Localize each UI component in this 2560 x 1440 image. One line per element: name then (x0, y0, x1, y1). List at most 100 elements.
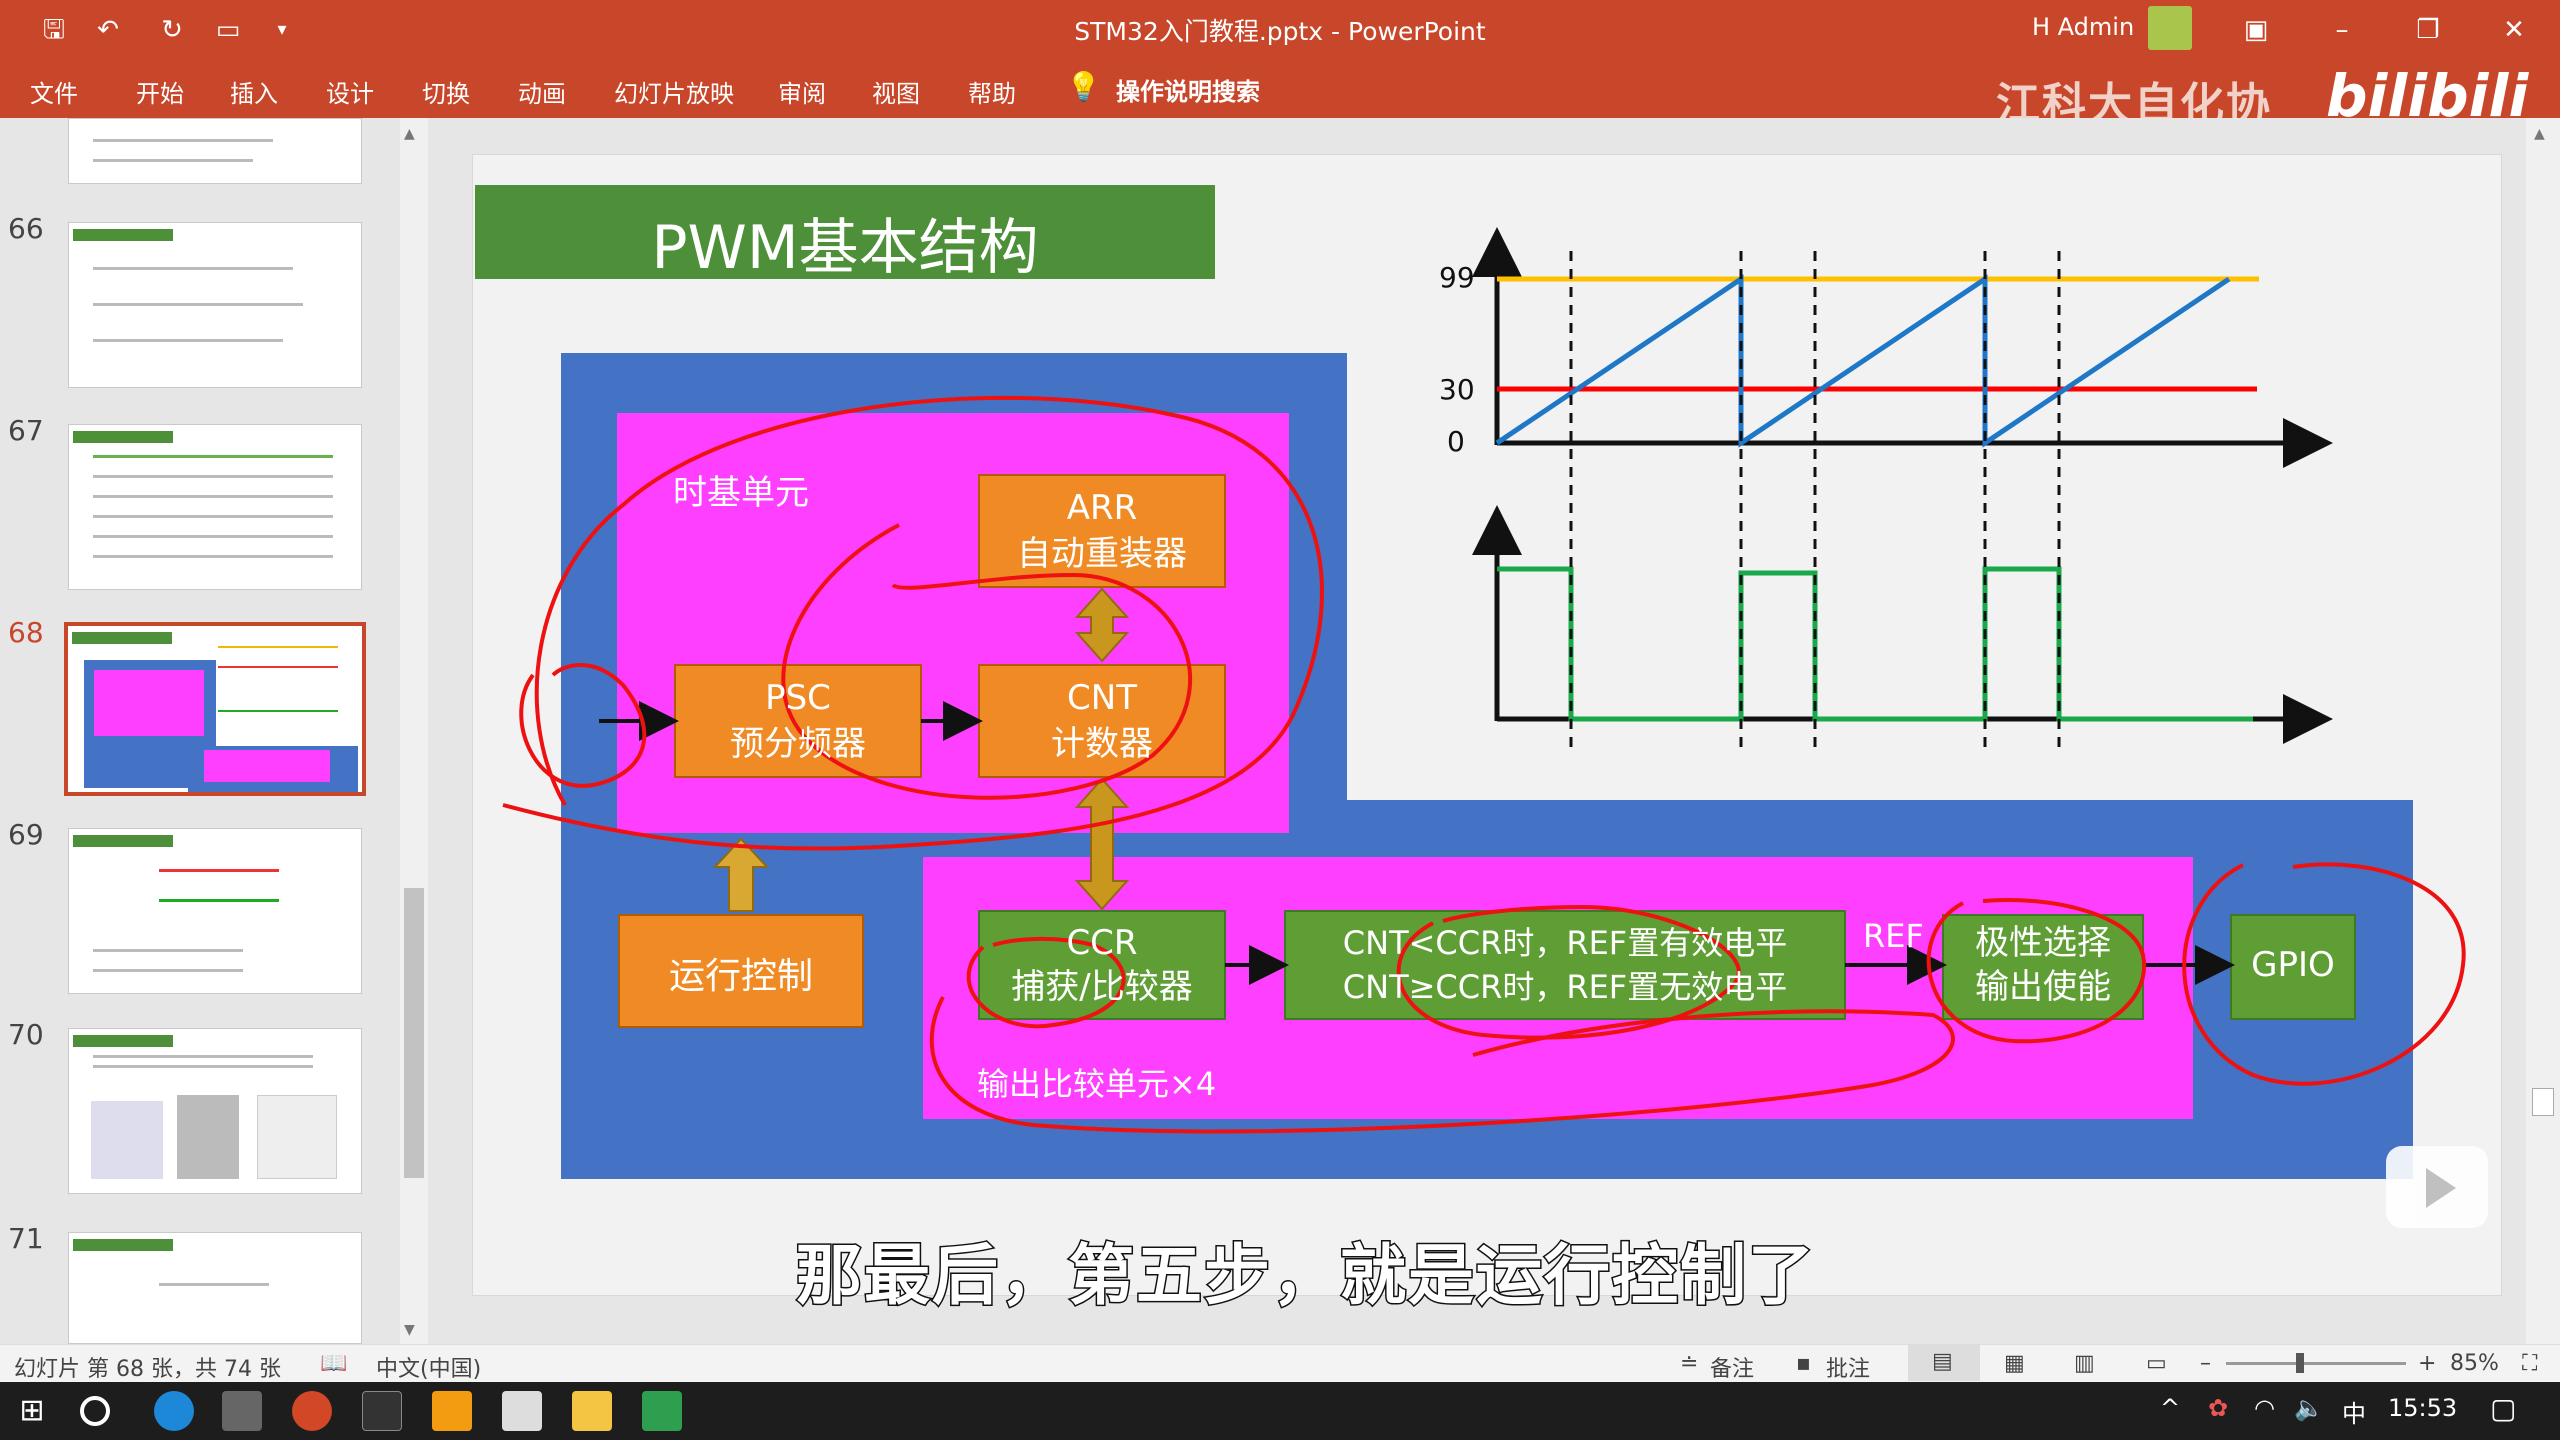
tab-help[interactable]: 帮助 (968, 74, 1016, 109)
thumbnail-scrollbar[interactable]: ▲ ▼ (400, 118, 428, 1344)
thumbnail-65-partial[interactable] (68, 118, 362, 184)
thumbnail-71-partial[interactable] (68, 1232, 362, 1344)
app-green-icon[interactable] (642, 1391, 682, 1431)
zoom-level[interactable]: 85% (2450, 1351, 2499, 1376)
run-control-label[interactable]: 运行控制 (619, 947, 863, 999)
search-icon[interactable] (80, 1396, 110, 1426)
close-icon[interactable]: ✕ (2494, 10, 2534, 50)
compare-line2: CNT≥CCR时，REF置无效电平 (1285, 965, 1845, 1009)
polarity-label[interactable]: 极性选择输出使能 (1943, 921, 2143, 1009)
sorter-view-icon[interactable]: ▦ (2004, 1351, 2025, 1376)
scroll-up-icon[interactable]: ▲ (404, 126, 415, 142)
taskbar: ⊞ ^ ✿ ◠ 🔈 中 15:53 ▢ (0, 1382, 2560, 1440)
camera-app-icon[interactable] (222, 1391, 262, 1431)
notes-button[interactable]: 备注 (1710, 1351, 1754, 1383)
tab-animations[interactable]: 动画 (518, 74, 566, 109)
output-compare-label[interactable]: 输出比较单元×4 (977, 1059, 1216, 1105)
title-bar: 🖫 ↶ ↻ ▭ ▾ STM32入门教程.pptx - PowerPoint H … (0, 0, 2560, 60)
clock[interactable]: 15:53 (2388, 1394, 2457, 1422)
tab-design[interactable]: 设计 (326, 74, 374, 109)
user-name[interactable]: H Admin (2032, 13, 2134, 41)
arr-line2: 自动重装器 (979, 531, 1225, 577)
scroll-down-icon[interactable]: ▼ (404, 1322, 415, 1338)
fit-slide-icon[interactable]: ⛶ (2522, 1351, 2537, 1376)
restore-icon[interactable]: ❐ (2408, 10, 2448, 50)
lightbulb-icon[interactable]: 💡 (1066, 70, 1101, 103)
minimize-icon[interactable]: – (2322, 10, 2362, 50)
spellcheck-icon[interactable]: 📖 (320, 1351, 347, 1376)
slide-title[interactable]: PWM基本结构 (475, 199, 1215, 286)
tab-view[interactable]: 视图 (872, 74, 920, 109)
thumbnail-number: 70 (8, 1018, 44, 1051)
chevron-up-icon[interactable]: ^ (2160, 1394, 2180, 1422)
thumbnail-number: 67 (8, 414, 44, 447)
ribbon-display-icon[interactable]: ▣ (2236, 10, 2276, 50)
ref-label[interactable]: REF (1863, 917, 1924, 955)
ribbon: 文件 开始 插入 设计 切换 动画 幻灯片放映 审阅 视图 帮助 💡 操作说明搜… (0, 60, 2560, 118)
volume-icon[interactable]: 🔈 (2294, 1394, 2324, 1422)
polarity-line2: 输出使能 (1943, 965, 2143, 1009)
powerpoint-icon[interactable] (292, 1391, 332, 1431)
thumbnail-68-selected[interactable] (64, 622, 366, 796)
tab-slideshow[interactable]: 幻灯片放映 (614, 74, 734, 109)
thumbnail-69[interactable] (68, 828, 362, 994)
scroll-thumb[interactable] (2532, 1088, 2554, 1116)
timebase-label[interactable]: 时基单元 (673, 465, 809, 514)
app-orange-icon[interactable] (432, 1391, 472, 1431)
edge-icon[interactable] (154, 1391, 194, 1431)
reading-view-icon[interactable]: ▥ (2074, 1351, 2095, 1376)
arr-line1: ARR (979, 485, 1225, 531)
app-icon[interactable] (362, 1391, 402, 1431)
notes-icon[interactable]: ≐ (1680, 1351, 1698, 1376)
normal-view-button[interactable]: ▤ (1908, 1345, 1980, 1381)
comments-button[interactable]: 批注 (1826, 1351, 1870, 1383)
thumbnail-70[interactable] (68, 1028, 362, 1194)
ccr-line1: CCR (979, 921, 1225, 965)
thumbnail-66[interactable] (68, 222, 362, 388)
photos-icon[interactable] (502, 1391, 542, 1431)
avatar[interactable] (2148, 6, 2192, 50)
zoom-out-icon[interactable]: – (2200, 1351, 2211, 1376)
play-icon[interactable] (2386, 1146, 2488, 1228)
polarity-line1: 极性选择 (1943, 921, 2143, 965)
scroll-thumb[interactable] (404, 888, 424, 1178)
wifi-icon[interactable]: ◠ (2254, 1394, 2275, 1422)
zoom-in-icon[interactable]: + (2418, 1351, 2436, 1376)
start-icon[interactable]: ⊞ (12, 1391, 52, 1431)
ime-indicator[interactable]: 中 (2342, 1394, 2366, 1429)
slideshow-view-icon[interactable]: ▭ (2146, 1351, 2167, 1376)
tab-file[interactable]: 文件 (30, 74, 78, 109)
video-subtitle: 那最后，第五步，就是运行控制了 (796, 1222, 1816, 1318)
cnt-line1: CNT (979, 675, 1225, 721)
notification-icon[interactable]: ▢ (2490, 1392, 2516, 1425)
ccr-line2: 捕获/比较器 (979, 965, 1225, 1009)
tab-transitions[interactable]: 切换 (422, 74, 470, 109)
psc-line2: 预分频器 (675, 721, 921, 767)
psc-line1: PSC (675, 675, 921, 721)
zoom-slider-thumb[interactable] (2296, 1353, 2304, 1373)
zoom-slider[interactable] (2226, 1362, 2406, 1365)
scroll-up-icon[interactable]: ▲ (2534, 126, 2545, 142)
tell-me-search[interactable]: 操作说明搜索 (1116, 72, 1260, 107)
tab-insert[interactable]: 插入 (230, 74, 278, 109)
thumbnail-number-selected: 68 (8, 616, 44, 649)
thumbnail-67[interactable] (68, 424, 362, 590)
normal-view-icon: ▤ (1932, 1349, 1953, 1374)
tray-app-icon[interactable]: ✿ (2208, 1394, 2228, 1422)
gpio-label[interactable]: GPIO (2231, 945, 2355, 985)
slide-info[interactable]: 幻灯片 第 68 张，共 74 张 (14, 1351, 281, 1383)
tab-home[interactable]: 开始 (136, 74, 184, 109)
tab-review[interactable]: 审阅 (778, 74, 826, 109)
cnt-line2: 计数器 (979, 721, 1225, 767)
compare-line1: CNT<CCR时，REF置有效电平 (1285, 921, 1845, 965)
editor-scrollbar[interactable]: ▲ (2526, 118, 2560, 1344)
file-explorer-icon[interactable] (572, 1391, 612, 1431)
language[interactable]: 中文(中国) (376, 1351, 481, 1383)
comments-icon[interactable]: ▪ (1796, 1351, 1811, 1376)
